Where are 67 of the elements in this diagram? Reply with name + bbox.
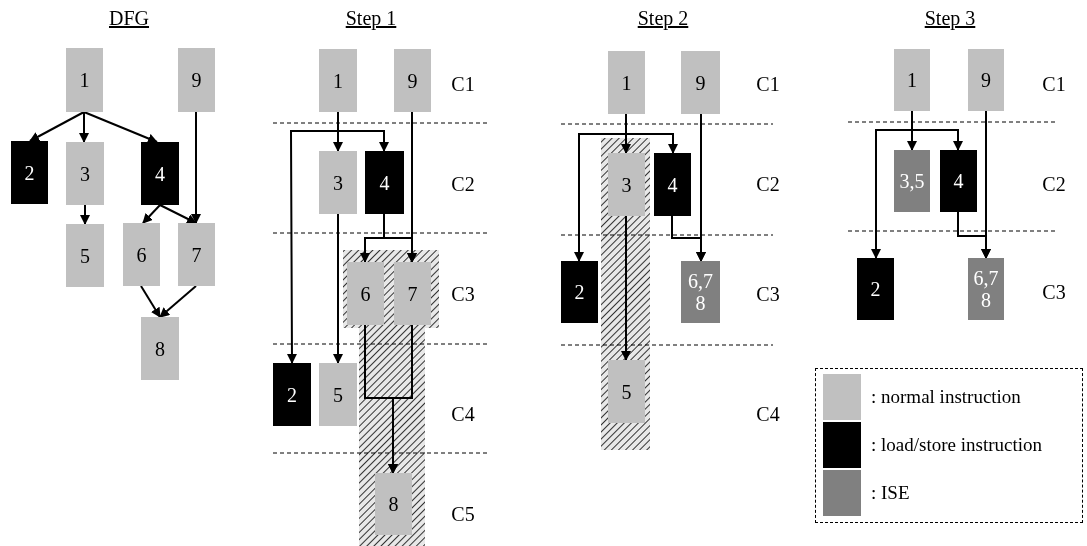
arrow [333,213,343,364]
instruction-box: 6 [123,223,160,286]
arrow [80,204,90,225]
cycle-label: C4 [756,403,780,425]
cycle-label: C3 [451,283,475,305]
instruction-box: 1 [319,49,357,112]
instruction-box: 1 [608,51,645,114]
cycle-label: C1 [756,73,780,95]
legend-text: : normal instruction [871,384,1021,409]
panel-title: Step 1 [345,7,397,29]
arrow [29,111,85,142]
instruction-box: 6 [347,262,384,325]
arrow [79,111,89,143]
cycle-label: C1 [1042,73,1066,95]
arrow [142,204,161,224]
instruction-box: 5 [319,363,357,426]
instruction-box: 5 [608,360,645,423]
legend-text: : ISE [871,480,910,505]
instruction-box: 9 [681,51,720,114]
instruction-box: 6,7 8 [681,261,720,323]
instruction-box: 1 [66,48,103,112]
cycle-label: C2 [756,173,780,195]
arrow [286,111,339,364]
instruction-box: 8 [141,317,179,380]
instruction-box: 2 [857,258,894,320]
instruction-box: 3 [66,142,104,205]
arrow [621,215,631,361]
cycle-label: C2 [451,173,475,195]
instruction-box: 4 [940,150,977,212]
arrow [159,285,197,318]
instruction-box: 7 [394,262,431,325]
legend-text: : load/store instruction [871,432,1042,457]
arrow [140,285,161,318]
instruction-box: 2 [11,141,48,204]
arrow [388,324,413,474]
arrow [191,111,201,224]
arrow [159,204,197,224]
instruction-box: 7 [178,223,215,286]
cycle-label: C2 [1042,173,1066,195]
instruction-box: 5 [66,224,104,287]
panel-title: DFG [109,7,149,29]
cycle-label: C4 [451,403,475,425]
cycle-label: C5 [451,503,475,525]
instruction-box: 4 [365,151,404,214]
instruction-box: 3 [319,151,357,214]
arrow [871,110,913,259]
instruction-box: 8 [375,473,412,535]
cycle-label: C1 [451,73,475,95]
arrow [957,211,991,259]
arrow [83,111,158,144]
instruction-box: 6,7 8 [968,258,1004,320]
arrow [383,213,417,263]
instruction-box: 2 [273,363,311,426]
cycle-label: C3 [1042,281,1066,303]
instruction-box: 2 [561,261,598,323]
instruction-box: 4 [654,153,691,216]
instruction-box: 1 [894,49,930,111]
instruction-box: 3,5 [894,150,930,212]
instruction-box: 3 [608,153,645,216]
instruction-box: 9 [178,48,215,112]
instruction-box: 4 [141,142,179,205]
instruction-box: 9 [968,49,1004,111]
instruction-box: 9 [394,49,431,112]
panel-title: Step 3 [924,7,976,29]
cycle-label: C3 [756,283,780,305]
panel-title: Step 2 [637,7,689,29]
arrow [671,215,706,262]
